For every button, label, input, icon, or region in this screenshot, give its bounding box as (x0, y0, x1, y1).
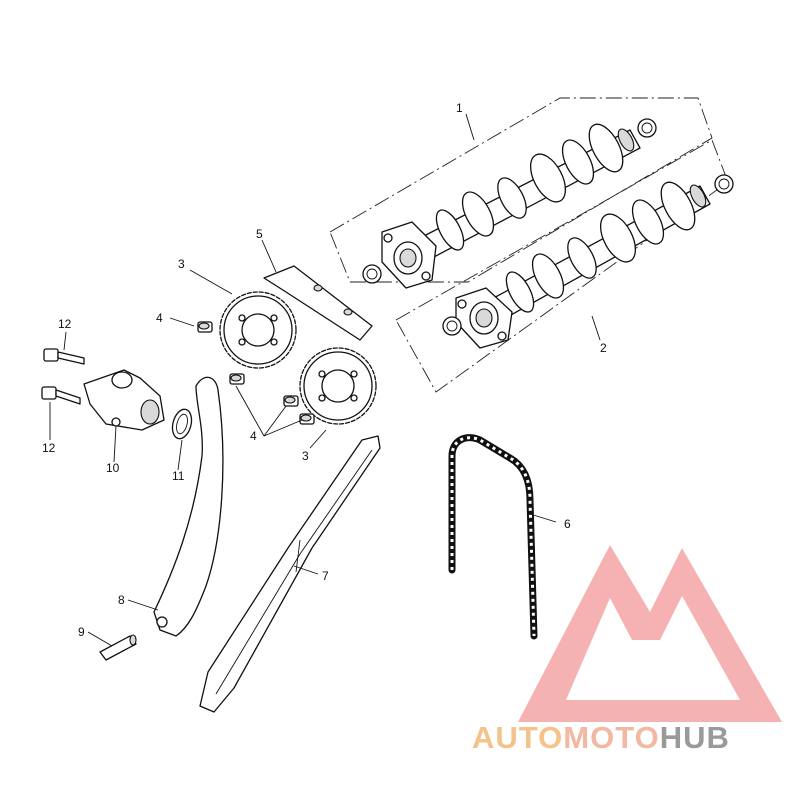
watermark-word-moto: MOTO (563, 720, 659, 755)
leader-lines (49, 113, 601, 647)
chain-tensioner (83, 369, 165, 431)
callout-12-upper: 12 (58, 317, 72, 331)
sprocket-bolt-a (197, 321, 213, 333)
sprocket-upper (219, 291, 297, 369)
callout-4-lower: 4 (250, 429, 257, 443)
callout-11: 11 (172, 469, 185, 483)
callout-8: 8 (118, 593, 125, 607)
callout-9: 9 (78, 625, 85, 639)
watermark-word-auto: AUTO (472, 720, 563, 755)
callout-6: 6 (564, 517, 571, 531)
chain-guide-plate (263, 265, 373, 341)
callout-12-lower: 12 (42, 441, 56, 455)
sprocket-bolt-d (299, 413, 315, 425)
tensioner-bolt-upper (43, 348, 85, 365)
watermark-logo (518, 545, 782, 722)
camshaft-2-boundary (395, 139, 729, 393)
callout-10: 10 (106, 461, 120, 475)
callout-3-lower: 3 (302, 449, 309, 463)
o-ring (171, 408, 193, 440)
callout-2: 2 (600, 341, 607, 355)
callout-7: 7 (322, 569, 329, 583)
callout-5: 5 (256, 227, 263, 241)
tensioner-blade (153, 376, 224, 637)
callouts: 1 2 3 3 4 4 5 6 7 8 9 10 11 12 12 (42, 101, 607, 639)
sprocket-lower (299, 347, 377, 425)
pivot-pin (99, 634, 137, 661)
camshaft-exhaust (442, 174, 734, 349)
callout-4-upper: 4 (156, 311, 163, 325)
sprocket-bolt-b (229, 373, 245, 385)
tensioner-bolt-lower (41, 386, 81, 405)
timing-chain (448, 434, 538, 640)
sprocket-bolt-c (283, 395, 299, 407)
camshaft-1-boundary (329, 97, 713, 283)
chain-guide-rail (199, 435, 381, 713)
camshaft-intake (362, 118, 657, 289)
watermark-word-hub: HUB (660, 720, 730, 755)
svg-text:AUTOMOTOHUB: AUTOMOTOHUB (472, 720, 730, 755)
callout-1: 1 (456, 101, 463, 115)
watermark-text: AUTOMOTOHUB (472, 720, 730, 755)
callout-3-upper: 3 (178, 257, 185, 271)
